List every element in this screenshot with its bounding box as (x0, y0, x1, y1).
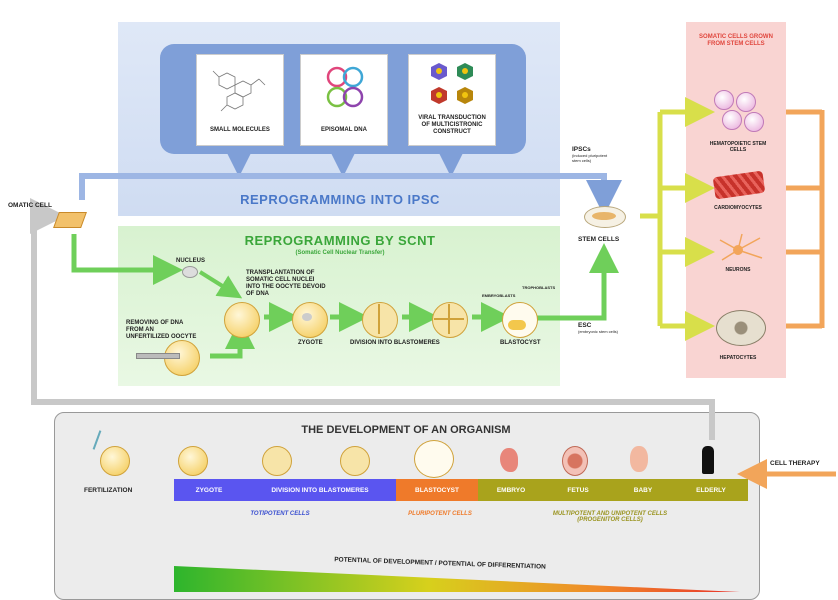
stem-cells-label: STEM CELLS (578, 236, 620, 243)
elderly-icon (702, 446, 714, 474)
four-cell-divide-h (434, 318, 464, 320)
small-molecules-card: SMALL MOLECULES (196, 54, 284, 146)
arrow-esc-path (530, 243, 619, 321)
pluripotent-label: PLURIPOTENT CELLS (408, 511, 472, 517)
stem-cells-cluster (592, 212, 616, 220)
transplantation-label: TRANSPLANTATION OF SOMATIC CELL NUCLEI I… (246, 270, 326, 297)
arrow-oocyte-up (210, 319, 255, 359)
arrow-ipsc-path (79, 173, 622, 216)
fetus-icon (562, 446, 588, 476)
somatic-cell-icon (53, 212, 87, 228)
plasmid-icon (326, 66, 364, 108)
embryoblast-label: EMBRYOBLASTS (482, 293, 516, 298)
cell-therapy-label: CELL THERAPY (770, 460, 820, 467)
somatic-cell-label: OMATIC CELL (8, 202, 52, 209)
trophoblast-label: TROPHOBLASTS (522, 285, 556, 290)
micropipette-icon (136, 353, 180, 359)
episomal-dna-card: EPISOMAL DNA (300, 54, 388, 146)
development-panel (54, 412, 760, 600)
fertilization-egg-icon (100, 446, 130, 476)
virus-icon (431, 63, 473, 104)
multipotent-label: MULTIPOTENT AND UNIPOTENT CELLS (PROGENI… (552, 511, 668, 523)
fertilization-label: FERTILIZATION (84, 487, 133, 494)
zygote-label: ZYGOTE (298, 340, 323, 346)
nucleus-icon (182, 266, 198, 278)
two-cell-stage-icon (262, 446, 292, 476)
zygote-stage-icon (178, 446, 208, 476)
stage-blastocyst: BLASTOCYST (396, 479, 478, 501)
removing-label: REMOVING OF DNA FROM AN UNFERTILIZED OOC… (126, 320, 197, 340)
blastocyst-label: BLASTOCYST (500, 340, 541, 346)
stage-zygote: ZYGOTE (174, 479, 244, 501)
nucleus-label: NUCLEUS (176, 258, 206, 264)
viral-label: VIRAL TRANSDUCTION OF MULTICISTRONIC CON… (418, 115, 486, 135)
neuron-icon (719, 233, 763, 261)
blastocyst-stage-icon (414, 440, 454, 478)
neurons-label: NEURONS (725, 267, 751, 273)
arrow-scnt-path (71, 234, 183, 285)
hepatocyte-icon (716, 310, 766, 346)
potential-triangle (174, 566, 740, 592)
division-label: DIVISION INTO BLASTOMERES (350, 340, 440, 346)
viral-card: VIRAL TRANSDUCTION OF MULTICISTRONIC CON… (408, 54, 496, 146)
four-cell-icon (432, 302, 468, 338)
two-cell-icon (362, 302, 398, 338)
development-title: THE DEVELOPMENT OF AN ORGANISM (301, 424, 511, 436)
oocyte-enucleated-icon (224, 302, 260, 338)
small-molecules-label: SMALL MOLECULES (210, 127, 270, 133)
stage-fetus: FETUS (544, 479, 612, 501)
cardiomyocytes-label: CARDIOMYOCYTES (714, 205, 762, 211)
two-cell-divide (378, 304, 380, 334)
esc-label: ESC (578, 322, 592, 329)
ipscs-sub: (induced pluripotent stem cells) (572, 153, 608, 163)
stage-elderly: ELDERLY (674, 479, 748, 501)
scnt-title: REPROGRAMMING BY SCNT (244, 233, 436, 248)
hepatocytes-label: HEPATOCYTES (719, 355, 757, 361)
baby-icon (630, 446, 648, 472)
four-cell-stage-icon (340, 446, 370, 476)
stage-baby: BABY (612, 479, 674, 501)
scnt-subtitle: (Somatic Cell Nuclear Transfer) (295, 250, 385, 256)
esc-sub: (embryonic stem cells) (578, 329, 619, 334)
totipotent-label: TOTIPOTENT CELLS (250, 511, 310, 517)
stage-embryo: EMBRYO (478, 479, 544, 501)
episomal-dna-label: EPISOMAL DNA (321, 127, 367, 133)
somatic-panel-title: SOMATIC CELLS GROWN FROM STEM CELLS (699, 34, 773, 47)
ipscs-label: IPSCs (572, 146, 591, 153)
arrow-nucleus-transplant (198, 270, 243, 299)
molecule-icon (212, 70, 266, 112)
zygote-nucleus (302, 313, 312, 321)
blastocyst-inner (508, 320, 526, 330)
embryo-icon (500, 448, 518, 472)
stage-division: DIVISION INTO BLASTOMERES (244, 479, 396, 501)
arrow-gray-loop (30, 198, 715, 440)
ipsc-title: REPROGRAMMING INTO IPSC (240, 192, 440, 207)
hematopoietic-label: HEMATOPOIETIC STEM CELLS (709, 141, 767, 153)
hematopoietic-icon (712, 90, 768, 132)
